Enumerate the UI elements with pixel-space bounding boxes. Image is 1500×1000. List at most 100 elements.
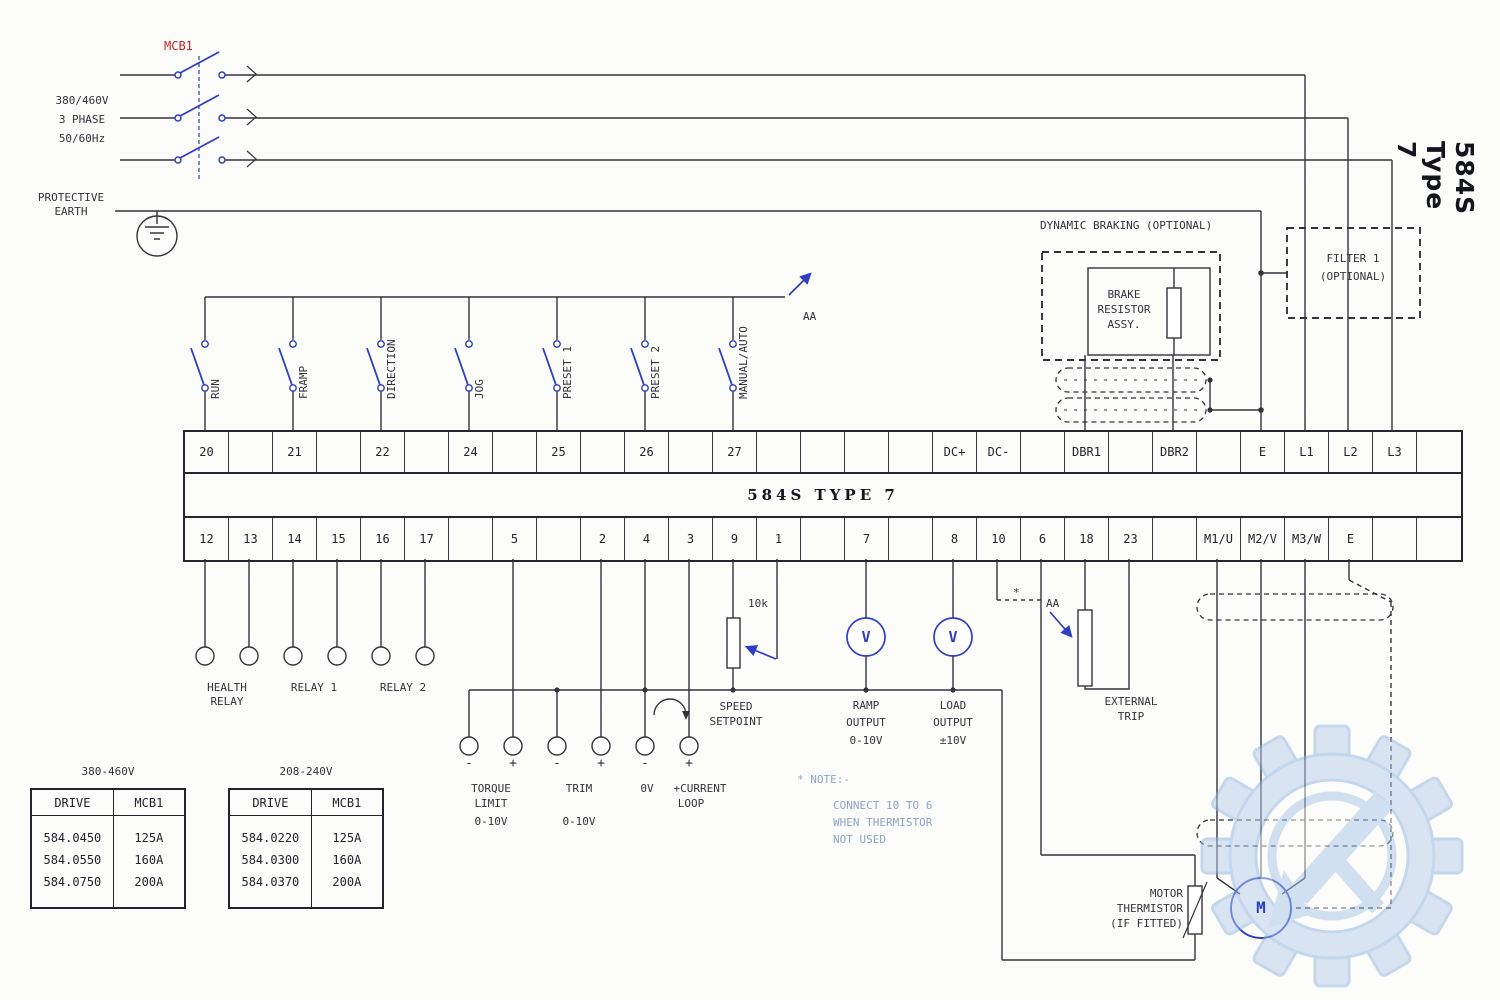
drive-model-cell: 584.0220 — [241, 831, 300, 845]
motor-thermistor-label: THERMISTOR — [1116, 902, 1183, 915]
page-side-title: 584S Type 7 — [1392, 141, 1479, 216]
trim-label: TRIM — [565, 782, 593, 795]
terminal-cell: 20 — [185, 432, 229, 472]
mcb1-label: MCB1 — [164, 39, 193, 53]
protective-earth-label: EARTH — [54, 205, 88, 218]
supply-frequency-label: 50/60Hz — [58, 132, 106, 145]
note-title: * NOTE:- — [797, 773, 850, 786]
terminal-cell — [801, 518, 845, 560]
motor-thermistor-label: (IF FITTED) — [1110, 917, 1183, 930]
watermark-gear-logo — [1200, 724, 1464, 988]
terminal-cell — [1109, 432, 1153, 472]
control-switches — [190, 272, 812, 431]
mcb1-switch — [174, 51, 226, 180]
polarity-sign: + — [509, 756, 517, 771]
brake-resistor-label: BRAKE — [1107, 288, 1141, 301]
terminal-cell: 26 — [625, 432, 669, 472]
switch-label-preset2: PRESET 2 — [649, 346, 662, 399]
column-header-drive: DRIVE — [32, 790, 113, 816]
terminal-cell: 13 — [229, 518, 273, 560]
external-trip-wiring — [996, 559, 1208, 961]
current-loop-label: +CURRENT — [673, 782, 727, 795]
terminal-cell: 21 — [273, 432, 317, 472]
load-output-label: LOAD — [939, 699, 967, 712]
terminal-cell — [1153, 518, 1197, 560]
terminal-cell — [1021, 432, 1065, 472]
terminal-cell: 3 — [669, 518, 713, 560]
current-loop-icon — [653, 698, 687, 716]
zero-volt-label: 0V — [640, 782, 654, 795]
terminal-cell: L1 — [1285, 432, 1329, 472]
health-relay-label: HEALTH — [207, 681, 247, 694]
drive-model-cell: 584.0370 — [241, 875, 300, 889]
terminal-cell: DC- — [977, 432, 1021, 472]
terminal-cell: 24 — [449, 432, 493, 472]
protective-earth-label: PROTECTIVE — [37, 191, 105, 204]
relay1-label: RELAY 1 — [290, 681, 338, 694]
load-voltmeter-letter: V — [948, 628, 958, 646]
switch-label-preset1: PRESET 1 — [561, 346, 574, 399]
terminal-cell: L2 — [1329, 432, 1373, 472]
switch-label-direction: DIRECTION — [385, 339, 398, 399]
mcb-rating-cell: 160A — [134, 853, 164, 867]
column-header-drive: DRIVE — [230, 790, 311, 816]
terminal-cell: 16 — [361, 518, 405, 560]
supply-voltage-label: 380/460V — [55, 94, 109, 107]
aa-trip-tag: AA — [1046, 597, 1060, 610]
terminal-cell — [229, 432, 273, 472]
terminal-cell: M3/W — [1285, 518, 1329, 560]
column-header-mcb1: MCB1 — [311, 790, 382, 816]
polarity-sign: - — [465, 756, 473, 771]
aa-bus-arrow-icon — [788, 272, 812, 296]
drive-model-cell: 584.0750 — [43, 875, 102, 889]
terminal-cell: 6 — [1021, 518, 1065, 560]
terminal-cell: 25 — [537, 432, 581, 472]
motor-letter: M — [1256, 898, 1266, 917]
polarity-sign: - — [553, 756, 561, 771]
terminal-cell: E — [1241, 432, 1285, 472]
terminal-cell — [581, 432, 625, 472]
motor-thermistor-label: MOTOR — [1149, 887, 1183, 900]
terminal-cell: 5 — [493, 518, 537, 560]
table-caption-208-240: 208-240V — [279, 765, 333, 778]
filter-box — [1261, 227, 1421, 319]
relay-outputs — [195, 559, 435, 666]
terminal-cell: 7 — [845, 518, 889, 560]
external-trip-label: EXTERNAL — [1104, 695, 1158, 708]
mcb-rating-cell: 200A — [134, 875, 164, 889]
earth-symbol — [115, 210, 1262, 431]
switch-label-run: RUN — [209, 379, 222, 399]
pot-wiper-arrow-icon — [744, 645, 777, 660]
health-relay-label: RELAY — [210, 695, 244, 708]
drive-model-cell: 584.0450 — [43, 831, 102, 845]
brake-resistor-label: ASSY. — [1107, 318, 1141, 331]
ramp-output-label: OUTPUT — [846, 716, 886, 729]
load-output-label: OUTPUT — [933, 716, 973, 729]
terminal-cell: 9 — [713, 518, 757, 560]
trim-range-label: 0-10V — [562, 815, 596, 828]
external-trip-label: TRIP — [1117, 710, 1145, 723]
terminal-cell: 23 — [1109, 518, 1153, 560]
dynamic-braking-title: DYNAMIC BRAKING (OPTIONAL) — [1040, 219, 1213, 232]
terminal-cell: 15 — [317, 518, 361, 560]
note-line: WHEN THERMISTOR — [833, 816, 933, 829]
torque-range-label: 0-10V — [474, 815, 508, 828]
terminal-cell: L3 — [1373, 432, 1417, 472]
analog-io-wiring — [459, 559, 1002, 756]
terminal-cell: DBR2 — [1153, 432, 1197, 472]
note-line: CONNECT 10 TO 6 — [833, 799, 933, 812]
speed-setpoint-label: SPEED — [719, 700, 753, 713]
terminal-cell — [757, 432, 801, 472]
terminal-cell: 17 — [405, 518, 449, 560]
terminal-cell: 27 — [713, 432, 757, 472]
terminal-cell: 10 — [977, 518, 1021, 560]
terminal-cell: E — [1329, 518, 1373, 560]
brake-resistor-icon — [1166, 287, 1182, 339]
polarity-sign: + — [597, 756, 605, 771]
load-range-label: ±10V — [939, 734, 967, 747]
